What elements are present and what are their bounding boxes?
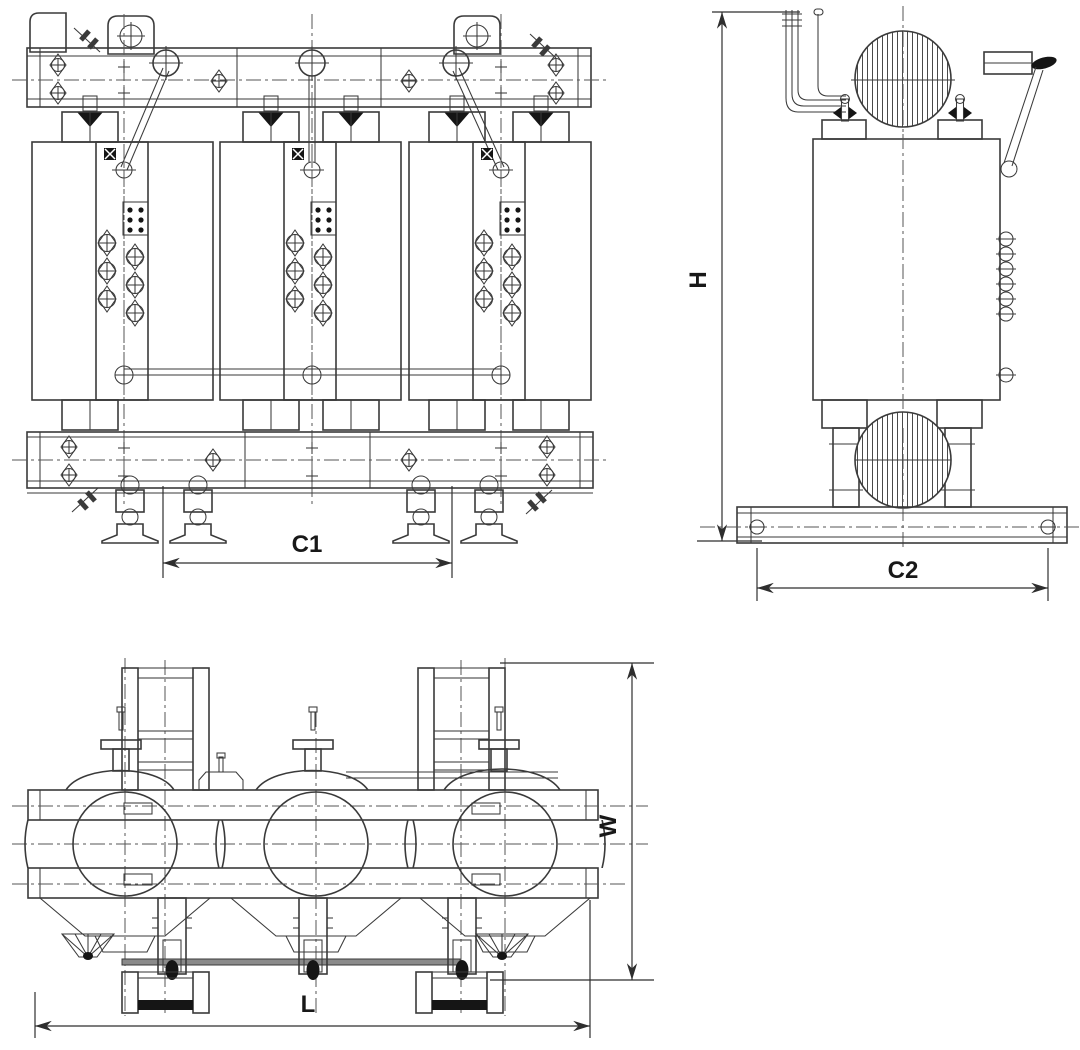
coil-circle <box>72 791 178 897</box>
plan-view: W L <box>12 658 654 1038</box>
hv-terminal-strip <box>96 142 148 400</box>
roller-wheel-plan <box>292 897 334 981</box>
hv-terminal-strip <box>284 142 336 400</box>
base-channel <box>12 431 606 494</box>
dimension-l: L <box>34 900 591 1038</box>
side-view: H <box>685 6 1080 601</box>
hook-icon <box>526 490 552 514</box>
corner-lug <box>29 12 67 53</box>
jacking-pad <box>475 933 529 961</box>
front-view: C1 <box>12 12 606 578</box>
dim-label-h: H <box>685 271 712 288</box>
hanger-rods <box>120 67 505 171</box>
roller-wheel <box>460 475 518 544</box>
coil-column <box>31 141 214 401</box>
dimension-h: H <box>685 11 800 542</box>
roller-wheel-plan <box>441 897 483 981</box>
tap-terminals <box>995 231 1017 383</box>
dimension-c2: C2 <box>756 548 1049 601</box>
dim-label-l: L <box>301 991 316 1018</box>
lv-busbars <box>782 8 846 113</box>
bushing-terminal <box>100 706 142 772</box>
jacking-lever <box>983 51 1057 178</box>
roller-wheel <box>169 475 227 544</box>
hanger-pivot <box>294 45 330 81</box>
hanger-pivot <box>438 45 474 81</box>
roller-wheel-plan <box>151 897 193 981</box>
plan-bottom-beam <box>12 867 628 899</box>
hook-icon <box>72 488 98 512</box>
jacking-pad <box>61 933 115 961</box>
dimension-c1: C1 <box>162 486 453 578</box>
top-coil-end <box>851 6 955 134</box>
clamp-frame-bottom <box>415 971 504 1014</box>
core-body <box>812 138 1001 401</box>
side-base-channel <box>700 506 1080 544</box>
bushing-terminal <box>292 706 334 772</box>
coil-column <box>219 141 402 401</box>
hv-terminal-strip <box>473 142 525 400</box>
dim-label-c1: C1 <box>292 531 323 558</box>
roller-wheel <box>392 475 450 544</box>
coil-circle <box>263 791 369 897</box>
roller-wheel <box>101 475 159 544</box>
dim-label-w: W <box>595 814 622 837</box>
dim-label-c2: C2 <box>888 557 919 584</box>
hook-icon <box>530 34 556 58</box>
wheel-end <box>854 411 952 548</box>
coil-column <box>408 141 592 401</box>
dimension-w: W <box>490 662 654 981</box>
coil-circle <box>452 791 558 897</box>
plan-top-beam <box>12 789 648 821</box>
